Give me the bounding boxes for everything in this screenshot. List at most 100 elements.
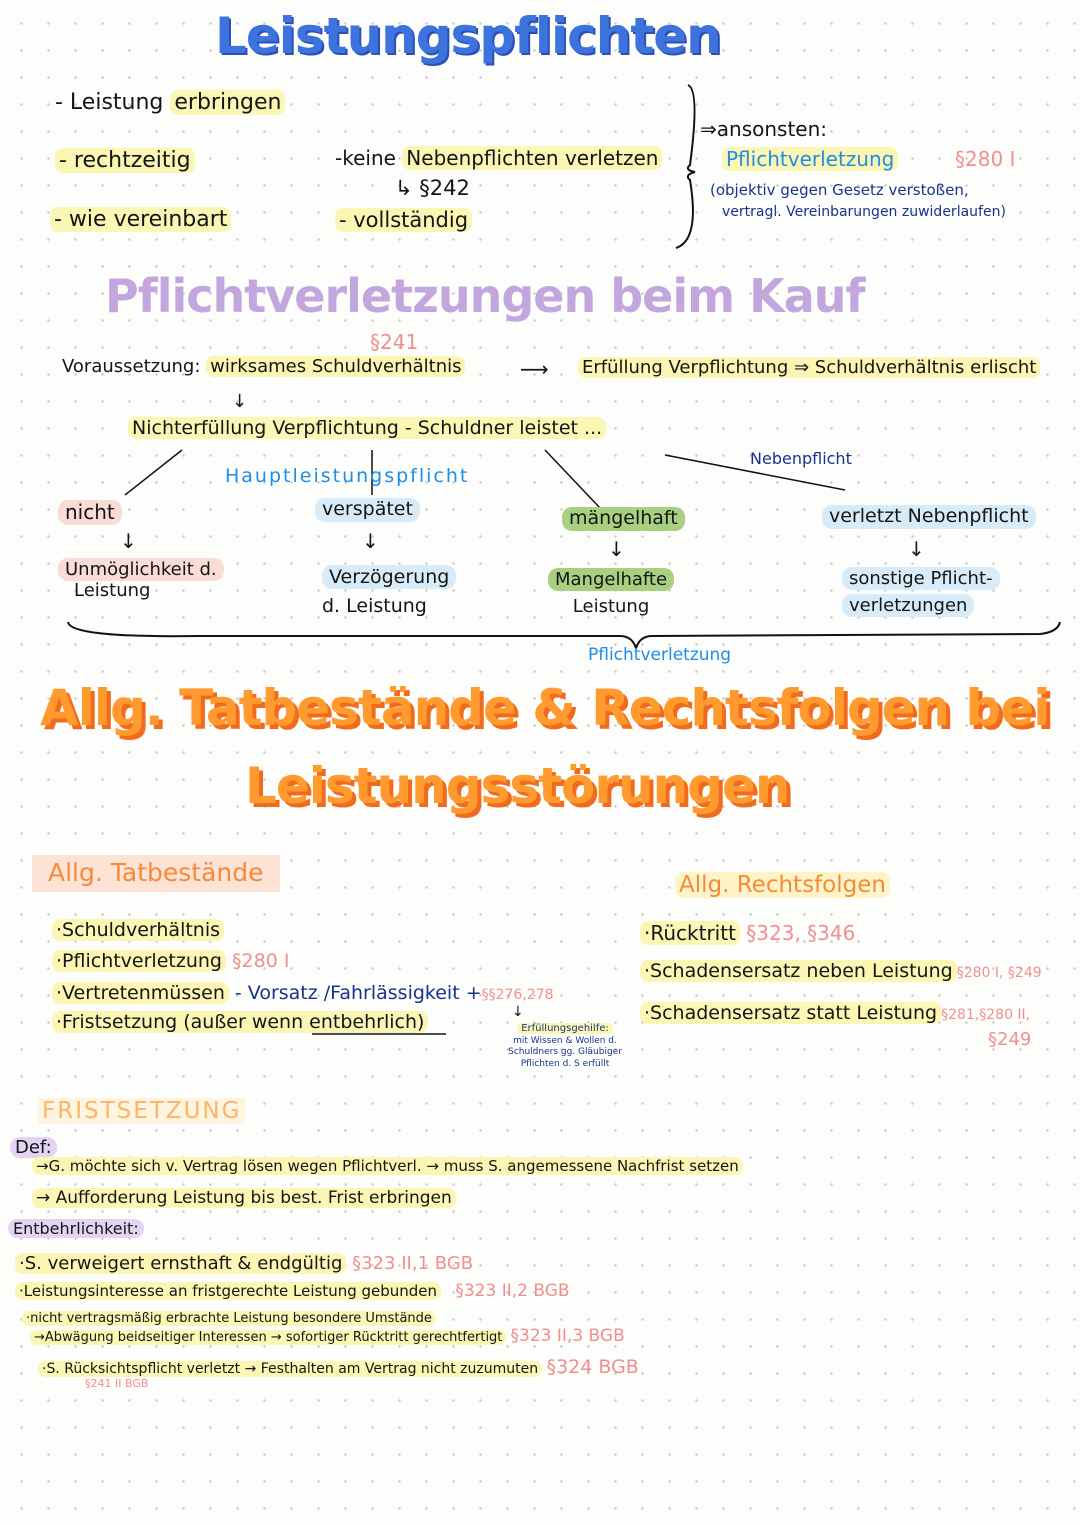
title-tatbestaende-line2: Leistungsstörungen [245,757,790,815]
def-label: Def: [10,1137,57,1159]
item-text: -keine [335,146,396,170]
dispensable-case: →Abwägung beidseitiger Interessen → sofo… [30,1326,625,1347]
title-leistungspflichten: Leistungspflichten [215,7,722,65]
item-ref: §280 I, §249 [956,965,1042,981]
arrow-down-icon: ↓ [232,391,248,412]
prerequisite: Voraussetzung: wirksames Schuldverhältni… [62,356,466,378]
summary-brace [67,621,1061,652]
dispensable-case: ·S. Rücksichtspflicht verletzt → Festhal… [38,1356,639,1379]
case-text: ·nicht vertragsmäßig erbrachte Leistung … [22,1311,436,1326]
helper-title: Erfüllungsgehilfe: [517,1023,613,1034]
arrow-down-icon: ↓ [512,1004,524,1020]
item-highlight: Nebenpflichten verletzen [402,146,663,170]
item-ref-249: §249 [988,1029,1032,1050]
dispensable-case: ·Leistungsinteresse an fristgerechte Lei… [15,1281,570,1302]
item-ref: §280 I [232,950,290,972]
arrow-down-icon: ↓ [908,537,925,561]
summary-label: Pflichtverletzung [588,645,732,665]
line-mangelhaft [544,449,601,509]
arrow-down-icon: ↓ [362,529,379,553]
violation-label: Pflichtverletzung [722,147,899,171]
result-line-2: d. Leistung [322,594,427,617]
tatbestand-item: ·Fristsetzung (außer wenn entbehrlich) [52,1011,429,1034]
result-line-2: Leistung [572,596,650,617]
arrow-down-icon: ↓ [120,529,137,553]
otherwise-label: ⇒ansonsten: [700,117,828,141]
line-nicht [124,449,183,496]
item-text: ·Schuldverhältnis [52,919,225,941]
case-nicht: nicht [58,500,122,525]
nonfulfilment-text: Nichterfüllung Verpflichtung - Schuldner… [128,417,607,439]
dispensable-label: Entbehrlichkeit: [8,1219,144,1238]
case-text: ·S. Rücksichtspflicht verletzt → Festhal… [38,1361,543,1377]
result-line-1: sonstige Pflicht- [842,567,1000,590]
result-line-1: Unmöglichkeit d. [58,558,224,581]
helper-note: Erfüllungsgehilfe:mit Wissen & Wollen d.… [495,1022,635,1071]
item-text: ·Schadensersatz neben Leistung [640,960,957,982]
def-line: →G. möchte sich v. Vertrag lösen wegen P… [32,1157,743,1175]
item-ref: §§276,278 [481,987,554,1003]
item-text: ·Pflichtverletzung [52,950,226,972]
dispensable-case: ·S. verweigert ernsthaft & endgültig §32… [15,1253,474,1275]
result-sonstige: sonstige Pflicht-verletzungen [842,565,1000,619]
violation-note-2: vertragl. Vereinbarungen zuwiderlaufen) [722,204,1006,220]
fulfilment: Erfüllung Verpflichtung ⇒ Schuldverhältn… [578,357,1041,379]
helper-line: mit Wissen & Wollen d. [513,1035,617,1046]
heading-rechtsfolgen: Allg. Rechtsfolgen [675,872,890,898]
result-line-2: verletzungen [842,594,975,617]
prerequisite-text: wirksames Schuldverhältnis [206,356,466,377]
item-text: ·Schadensersatz statt Leistung [640,1002,942,1024]
item-text: ·Fristsetzung (außer wenn entbehrlich) [52,1011,429,1033]
result-unmoeglichkeit: Unmöglichkeit d.Leistung [58,558,224,601]
case-verspaetet: verspätet [315,498,420,522]
item-text: - Leistung [55,90,164,115]
arrow-right-icon: ⟶ [520,357,549,381]
case-ref: §323 II,2 BGB [455,1281,570,1301]
item-text: ·Rücktritt [640,921,740,945]
side-duty-label: Nebenpflicht [750,449,852,468]
def-line-text: →G. möchte sich v. Vertrag lösen wegen P… [32,1157,743,1175]
rechtsfolge-item: ·Rücktritt §323, §346 [640,921,855,945]
violation-text: Pflichtverletzung [722,147,899,171]
prerequisite-label: Voraussetzung: [62,356,201,377]
item-text: - vollständig [335,208,473,232]
tatbestand-item: ·Vertretenmüssen - Vorsatz /Fahrlässigke… [52,982,554,1005]
case-mangelhaft: mängelhaft [562,507,685,531]
case-ref: §323 II,1 BGB [352,1253,474,1274]
dispensable-case: ·nicht vertragsmäßig erbrachte Leistung … [22,1311,436,1327]
def-line-text: → Aufforderung Leistung bis best. Frist … [32,1188,456,1208]
item-vereinbart: - wie vereinbart [50,207,232,232]
title-pflichtverletzungen: Pflichtverletzungen beim Kauf [105,269,866,323]
heading-text: Allg. Rechtsfolgen [675,872,890,898]
title-tatbestaende-line1: Allg. Tatbestände & Rechtsfolgen bei [40,679,1050,737]
dispensable-label-text: Entbehrlichkeit: [8,1219,144,1238]
case-subref: §241 II BGB [85,1377,149,1390]
case-nebenpflicht: verletzt Nebenpflicht [822,505,1036,529]
item-rechtzeitig: - rechtzeitig [55,148,195,173]
item-vollstaendig: - vollständig [335,208,473,232]
item-nebenpflichten: -keine Nebenpflichten verletzen [335,146,663,170]
violation-ref: §280 I [955,147,1016,171]
ref-242: ↳ §242 [395,176,470,200]
rechtsfolge-item: ·Schadensersatz statt Leistung§281,§280 … [640,1002,1030,1025]
result-line-2: Leistung [74,579,151,601]
result-line-1: Verzögerung [322,565,457,589]
result-line-1: Mangelhafte [548,568,675,591]
case-ref: §324 BGB [546,1356,639,1378]
helper-line: Schuldners gg. Gläubiger [508,1047,622,1058]
violation-note-1: (objektiv gegen Gesetz verstoßen, [710,181,969,199]
item-highlight: erbringen [170,90,286,115]
item-text: - rechtzeitig [55,148,195,173]
heading-tatbestaende: Allg. Tatbestände [32,855,280,892]
case-ref: §323 II,3 BGB [510,1326,625,1346]
rechtsfolge-item: ·Schadensersatz neben Leistung§280 I, §2… [640,960,1042,983]
curly-brace [675,84,696,249]
line-nebenpflicht [664,454,846,491]
case-text: ·Leistungsinteresse an fristgerechte Lei… [15,1282,442,1300]
arrow-down-icon: ↓ [608,537,625,561]
tatbestand-item: ·Pflichtverletzung §280 I [52,950,290,973]
main-duty-label: Hauptleistungspflicht [225,465,470,487]
result-verzoegerung: Verzögerung d. Leistung [322,563,457,620]
